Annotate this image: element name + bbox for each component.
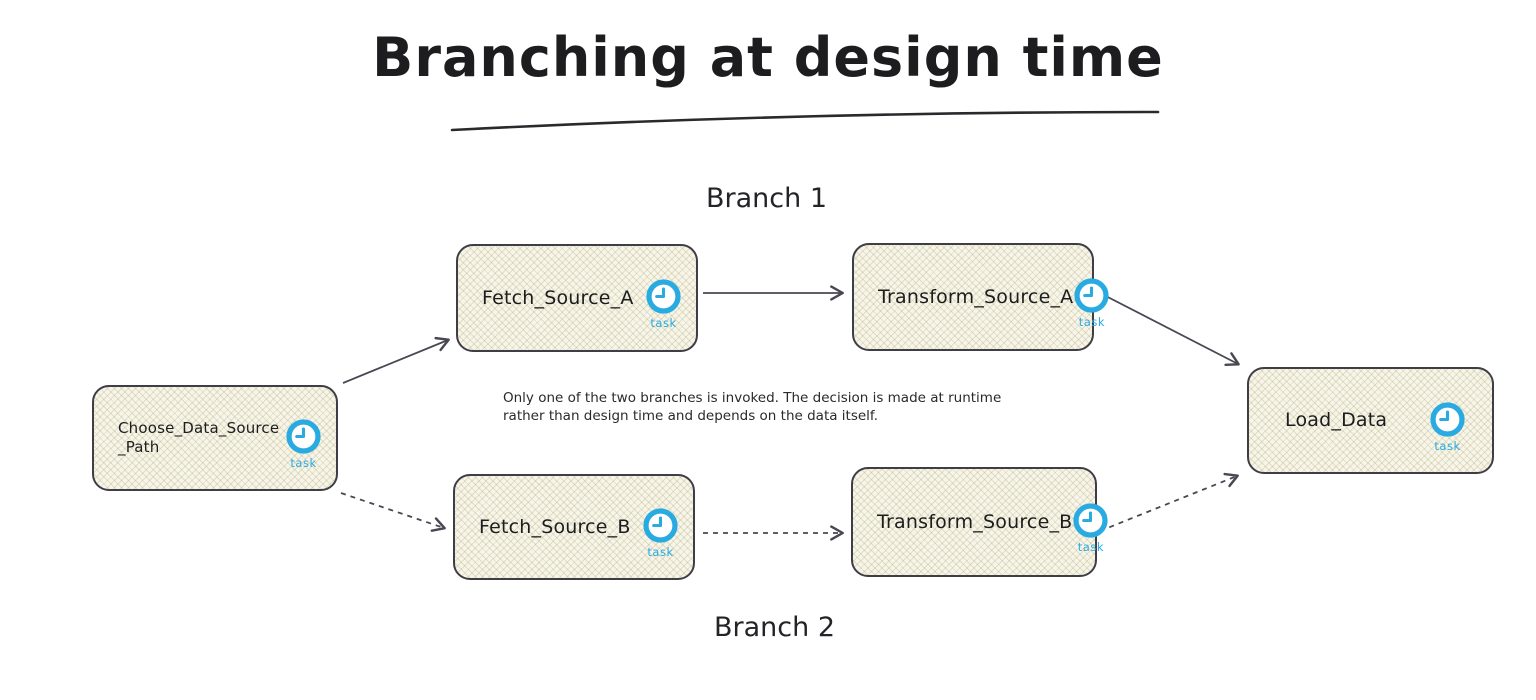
node-choose-data-source-path: Choose_Data_Source_Path task [92, 385, 338, 491]
node-label: Transform_Source_B [877, 510, 1073, 533]
note-line: Only one of the two branches is invoked.… [503, 390, 1002, 406]
node-transform-source-b: Transform_Source_B task [851, 467, 1109, 577]
clock-icon [643, 508, 678, 543]
clock-icon [1073, 503, 1109, 538]
task-badge: task [645, 278, 682, 330]
task-badge-label: task [290, 456, 317, 470]
task-badge-label: task [647, 545, 674, 559]
task-badge-label: task [1077, 540, 1105, 554]
branch-1-label: Branch 1 [706, 183, 827, 214]
node-transform-source-a: Transform_Source_A task [852, 243, 1109, 351]
edge-transform-a-to-load [1097, 291, 1240, 367]
page-title: Branching at design time [372, 26, 1164, 89]
task-badge: task [642, 507, 679, 559]
node-label: Transform_Source_A [878, 285, 1074, 308]
node-label: Fetch_Source_A [482, 286, 634, 309]
node-label: Load_Data [1285, 409, 1388, 432]
clock-icon [1430, 401, 1465, 437]
node-label: Fetch_Source_B [479, 515, 631, 538]
edge-choose-to-fetch-a [342, 336, 450, 384]
task-badge: task [1072, 502, 1109, 554]
task-badge-label: task [1434, 438, 1461, 453]
task-badge-label: task [650, 316, 677, 330]
branch-2-label: Branch 2 [714, 612, 835, 643]
edge-transform-b-to-load [1099, 472, 1239, 532]
task-badge: task [1429, 401, 1466, 453]
node-label: Choose_Data_Source_Path [118, 418, 280, 457]
task-badge-label: task [1078, 315, 1105, 329]
node-fetch-source-b: Fetch_Source_B task [453, 474, 695, 580]
clock-icon [646, 279, 681, 314]
edge-choose-to-fetch-b [340, 492, 446, 532]
node-load-data: Load_Data task [1247, 367, 1494, 474]
clock-icon [1074, 278, 1109, 313]
task-badge: task [1073, 277, 1110, 329]
note-text: Only one of the two branches is invoked.… [503, 389, 1001, 425]
task-badge: task [285, 418, 322, 470]
title-underline [450, 110, 1160, 132]
clock-icon [286, 419, 321, 454]
node-fetch-source-a: Fetch_Source_A task [456, 244, 698, 352]
note-line: rather than design time and depends on t… [503, 408, 878, 424]
